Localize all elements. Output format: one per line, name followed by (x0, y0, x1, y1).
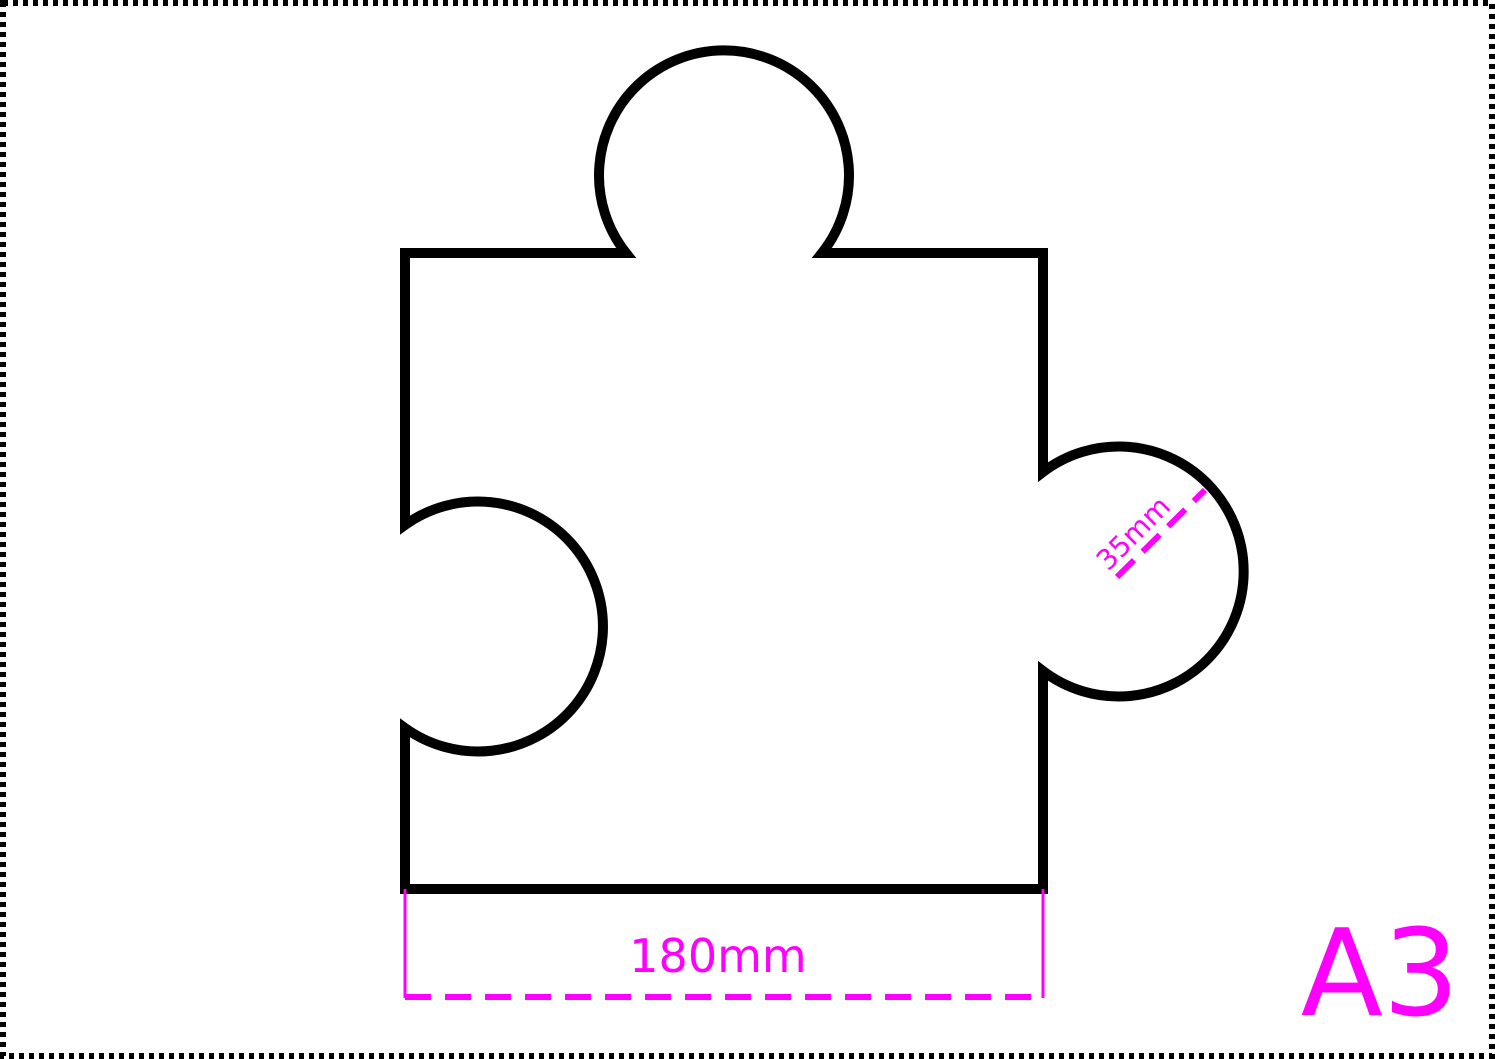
width-dimension: 180mm (403, 889, 1045, 1000)
paper-size-label: A3 (1301, 905, 1459, 1044)
radius-dimension-line (1114, 487, 1208, 580)
puzzle-piece-outline (400, 45, 1249, 894)
width-label: 180mm (629, 929, 806, 983)
